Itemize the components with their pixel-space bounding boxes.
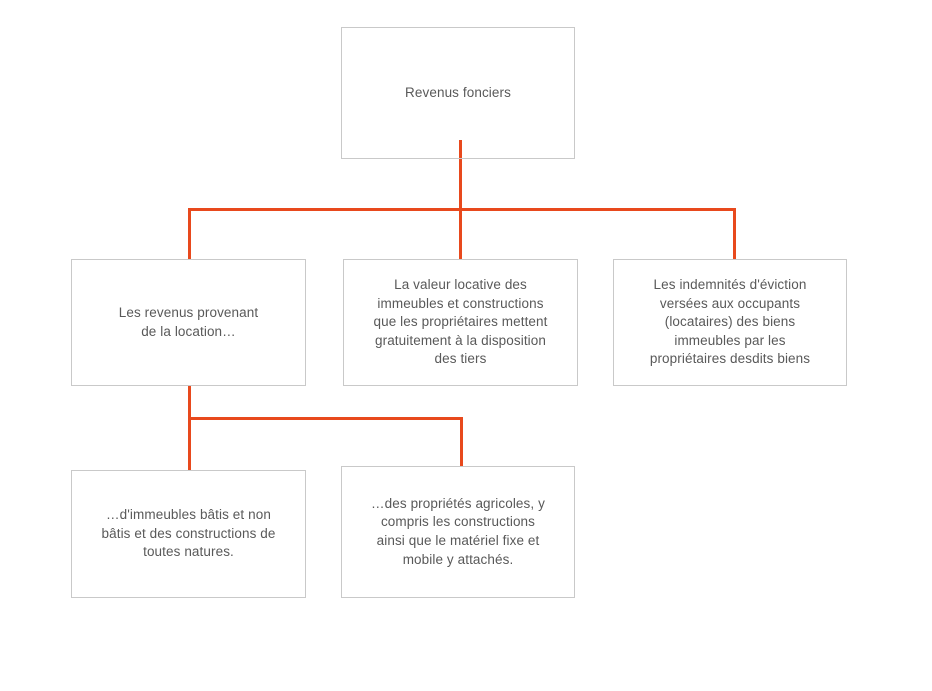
node-label: Les revenus provenant de la location… bbox=[118, 304, 259, 339]
node-label: …des propriétés agricoles, y compris les… bbox=[371, 495, 545, 567]
connector-level1-bus bbox=[188, 208, 736, 211]
node-root-revenus-fonciers[interactable]: Revenus fonciers bbox=[341, 27, 575, 159]
node-label: Les indemnités d'éviction versées aux oc… bbox=[649, 276, 811, 367]
node-proprietes-agricoles[interactable]: …des propriétés agricoles, y compris les… bbox=[341, 466, 575, 598]
node-label: Revenus fonciers bbox=[405, 84, 511, 100]
node-indemnites-eviction[interactable]: Les indemnités d'éviction versées aux oc… bbox=[613, 259, 847, 386]
node-revenus-location[interactable]: Les revenus provenant de la location… bbox=[71, 259, 306, 386]
node-valeur-locative[interactable]: La valeur locative des immeubles et cons… bbox=[343, 259, 578, 386]
connector-level2-bus bbox=[188, 417, 463, 420]
node-label: La valeur locative des immeubles et cons… bbox=[373, 276, 548, 367]
node-immeubles-batis[interactable]: …d'immeubles bâtis et non bâtis et des c… bbox=[71, 470, 306, 598]
node-label: …d'immeubles bâtis et non bâtis et des c… bbox=[101, 507, 276, 560]
